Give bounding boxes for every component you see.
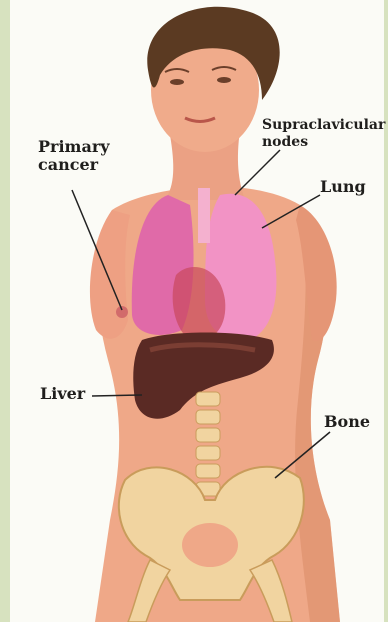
- primary-cancer-label-line2: cancer: [38, 156, 110, 174]
- supraclavicular-label-line1: Supraclavicular: [262, 117, 385, 134]
- bone-label: Bone: [324, 413, 370, 431]
- primary-cancer-label-line1: Primary: [38, 138, 110, 156]
- supraclavicular-label-line2: nodes: [262, 134, 385, 151]
- left-eye: [170, 79, 184, 85]
- pelvis-opening: [182, 523, 238, 567]
- liver-label: Liver: [40, 385, 85, 403]
- supraclavicular-label: Supraclavicular nodes: [262, 117, 385, 151]
- supraclavicular-leader: [235, 150, 280, 195]
- trachea: [198, 188, 210, 243]
- right-eye: [217, 77, 231, 83]
- lung-label: Lung: [320, 178, 366, 196]
- left-arm: [90, 210, 130, 339]
- liver-leader: [92, 395, 142, 396]
- primary-tumor: [116, 306, 128, 318]
- primary-cancer-label: Primary cancer: [38, 138, 110, 174]
